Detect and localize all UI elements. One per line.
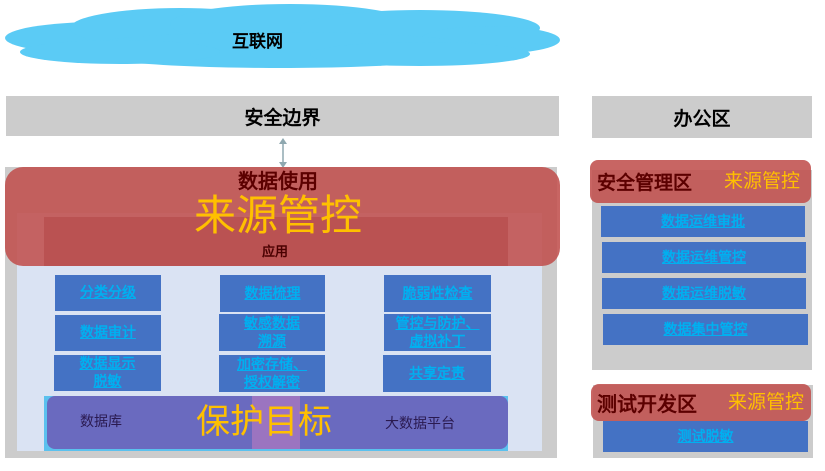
internet-cloud: [5, 4, 560, 68]
application-label: 应用: [262, 245, 289, 260]
mgmt-item-approval[interactable]: 数据运维审批: [601, 206, 805, 237]
capability-virtual-patch[interactable]: 管控与防护、 虚拟补丁: [384, 314, 491, 351]
overlap-band: [252, 396, 300, 449]
big-data-platform-label: 大数据平台: [385, 416, 455, 432]
capability-sensitive-tracing[interactable]: 敏感数据 溯源: [219, 314, 325, 351]
test-source-control-label: 来源管控: [728, 391, 805, 413]
test-dev-label: 测试开发区: [597, 392, 697, 416]
data-usage-header: [5, 167, 560, 266]
source-control-label: 来源管控: [194, 191, 363, 240]
test-dev-header: 测试开发区: [591, 384, 811, 421]
capability-classification[interactable]: 分类分级: [55, 275, 161, 311]
mgmt-item-masking[interactable]: 数据运维脱敏: [602, 278, 806, 309]
mgmt-item-control[interactable]: 数据运维管控: [602, 242, 806, 273]
internet-label: 互联网: [232, 32, 283, 52]
security-mgmt-label: 安全管理区: [597, 172, 693, 194]
security-boundary: 安全边界: [6, 96, 559, 136]
capability-audit[interactable]: 数据审计: [55, 315, 161, 351]
protection-target-label: 保护目标: [196, 402, 332, 442]
database-label: 数据库: [80, 414, 122, 430]
office-zone: 办公区: [592, 96, 812, 138]
bidirectional-arrow-icon: [279, 138, 287, 168]
capability-data-sorting[interactable]: 数据梳理: [220, 275, 325, 312]
data-usage-label: 数据使用: [238, 169, 318, 193]
capability-encryption[interactable]: 加密存储、 授权解密: [219, 355, 325, 392]
security-mgmt-header: 安全管理区: [590, 160, 811, 203]
test-item-masking[interactable]: 测试脱敏: [603, 421, 808, 452]
capability-accountability[interactable]: 共享定责: [383, 355, 491, 392]
mgmt-item-centralized[interactable]: 数据集中管控: [603, 314, 808, 345]
capability-display-masking[interactable]: 数据显示 脱敏: [54, 355, 161, 391]
capability-vulnerability-check[interactable]: 脆弱性检查: [384, 275, 491, 312]
mgmt-source-control-label: 来源管控: [724, 170, 801, 192]
